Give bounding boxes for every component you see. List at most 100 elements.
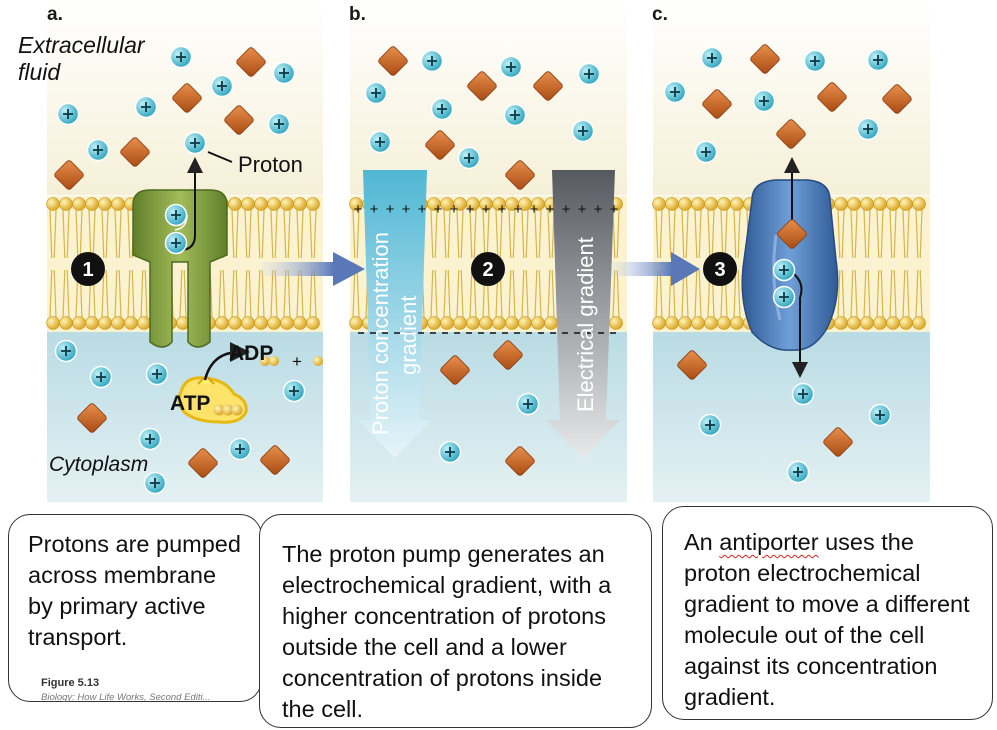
solute-diamond-icon: [236, 47, 266, 77]
atp-label: ATP: [170, 392, 210, 415]
svg-text:+: +: [578, 201, 587, 218]
proton-icon: [503, 103, 527, 127]
solute-diamond-icon: [505, 446, 535, 476]
caption-c-post: uses the proton electrochemical gradient…: [684, 529, 970, 710]
membrane-charges: +++++++++++++++++: [354, 201, 619, 334]
proton-icon: [56, 102, 80, 126]
proton-icon: [698, 413, 722, 437]
adp-label: ADP: [229, 342, 273, 365]
proton-icon: [786, 460, 810, 484]
svg-text:+: +: [546, 201, 555, 218]
solute-diamond-icon: [533, 71, 563, 101]
svg-text:+: +: [450, 201, 459, 218]
proton-gradient-label-line2: gradient: [396, 295, 421, 375]
adp-plus-sign: +: [292, 352, 302, 371]
solute-diamond-icon: [702, 89, 732, 119]
svg-text:+: +: [482, 201, 491, 218]
proton-icon: [134, 95, 158, 119]
solute-diamond-icon: [440, 355, 470, 385]
solute-diamond-icon: [425, 130, 455, 160]
step-2-text: 2: [482, 259, 493, 281]
proton-icon: [752, 89, 776, 113]
proton-icon: [700, 46, 724, 70]
panel-c-label: c.: [652, 4, 668, 25]
svg-text:+: +: [514, 201, 523, 218]
solute-diamond-icon: [260, 445, 290, 475]
step-3-text: 3: [714, 259, 725, 281]
proton-icon: [803, 49, 827, 73]
proton-icon: [210, 74, 234, 98]
proton-icon: [143, 471, 167, 495]
solute-diamond-icon: [505, 160, 535, 190]
proton-icon: [438, 440, 462, 464]
svg-text:+: +: [370, 201, 379, 218]
solute-diamond-icon: [120, 137, 150, 167]
extracellular-label-line1: Extracellular: [18, 32, 145, 58]
caption-a: Protons are pumped across membrane by pr…: [8, 514, 262, 702]
panel-a-label: a.: [47, 4, 63, 25]
caption-b: The proton pump generates an electrochem…: [259, 514, 652, 728]
step-1-text: 1: [82, 259, 93, 281]
proton-icon: [772, 285, 796, 309]
caption-c: An antiporter uses the proton electroche…: [662, 506, 993, 720]
proton-icon: [169, 45, 193, 69]
extracellular-label-line2: fluid: [18, 59, 61, 85]
svg-text:+: +: [594, 201, 603, 218]
svg-text:+: +: [562, 201, 571, 218]
svg-text:+: +: [418, 201, 427, 218]
proton-icon: [499, 55, 523, 79]
figure-source: Biology: How Life Works, Second Editi...: [41, 692, 211, 703]
solute-diamond-icon: [882, 84, 912, 114]
svg-text:+: +: [434, 201, 443, 218]
svg-text:+: +: [354, 201, 363, 218]
proton-icon: [272, 61, 296, 85]
caption-a-text: Protons are pumped across membrane by pr…: [28, 531, 241, 650]
solute-diamond-icon: [750, 44, 780, 74]
proton-icon: [516, 392, 540, 416]
proton-gradient-arrow-icon: [358, 170, 432, 458]
solute-diamond-icon: [172, 83, 202, 113]
proton-icon: [772, 258, 796, 282]
solute-diamond-icon: [467, 71, 497, 101]
caption-c-pre: An: [684, 529, 720, 555]
proton-pump-icon: [132, 189, 228, 348]
proton-icon: [164, 203, 188, 227]
svg-text:+: +: [402, 201, 411, 218]
proton-icon: [267, 112, 291, 136]
solute-diamond-icon: [776, 119, 806, 149]
solute-diamond-icon: [493, 340, 523, 370]
proton-gradient-label-line1: Proton concentration: [368, 232, 393, 435]
proton-icon: [694, 140, 718, 164]
solute-diamond-icon: [224, 105, 254, 135]
solute-diamond-icon: [77, 403, 107, 433]
proton-icon: [282, 379, 306, 403]
extracellular-fluid-label: Extracellular fluid: [18, 32, 145, 86]
solute-diamond-icon: [188, 448, 218, 478]
process-arrow-icon: [262, 252, 365, 286]
step-badge-1: 1: [71, 252, 105, 286]
proton-icon: [868, 403, 892, 427]
proton-icon: [420, 49, 444, 73]
proton-icon: [183, 131, 207, 155]
svg-text:+: +: [466, 201, 475, 218]
proton-icon: [368, 130, 392, 154]
proton-icon: [228, 437, 252, 461]
solute-diamond-icon: [823, 427, 853, 457]
proton-icon: [89, 365, 113, 389]
proton-icon: [457, 146, 481, 170]
caption-c-antiporter-word: antiporter: [719, 529, 819, 555]
proton-icon: [856, 117, 880, 141]
svg-text:+: +: [610, 201, 619, 218]
proton-icon: [571, 119, 595, 143]
proton-icon: [430, 97, 454, 121]
svg-text:+: +: [498, 201, 507, 218]
proton-icon: [364, 81, 388, 105]
panel-b-label: b.: [349, 4, 366, 25]
proton-icon: [663, 80, 687, 104]
cytoplasm-label: Cytoplasm: [49, 453, 149, 476]
proton-label: Proton: [238, 152, 303, 177]
electrical-gradient-arrow-icon: [546, 170, 620, 458]
process-arrow-icon-2: [612, 252, 700, 286]
svg-text:+: +: [530, 201, 539, 218]
proton-icon: [866, 48, 890, 72]
